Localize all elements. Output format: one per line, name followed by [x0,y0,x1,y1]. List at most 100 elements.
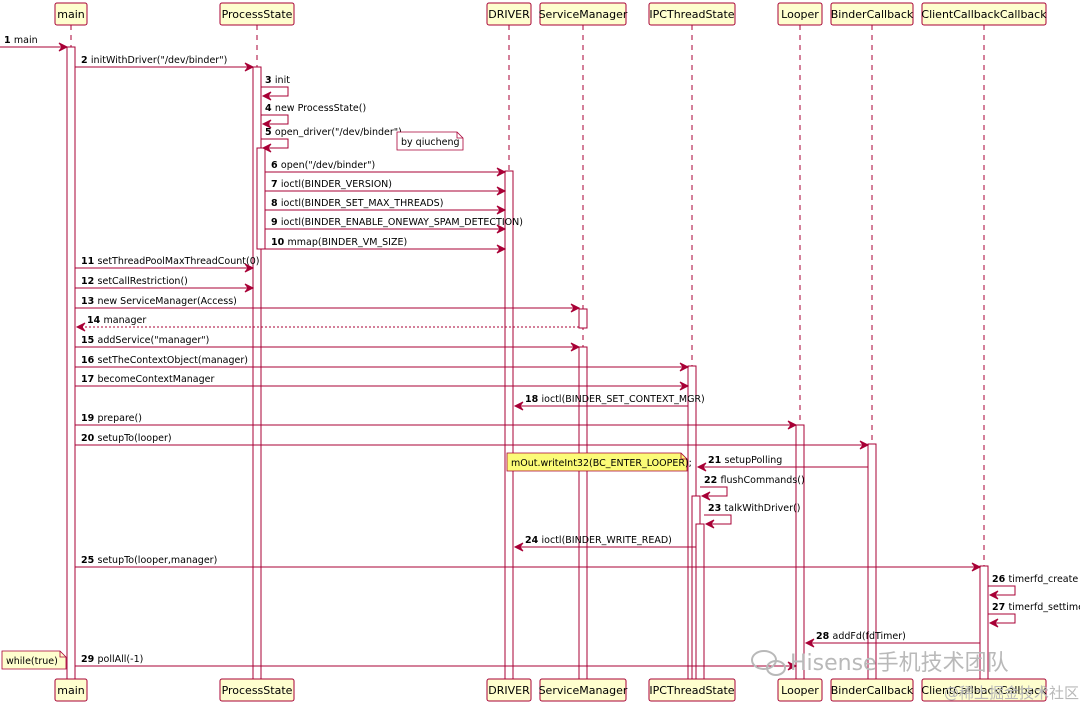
arrow-head [696,462,707,472]
arrow-head [700,491,711,501]
message-label: 10 mmap(BINDER_VM_SIZE) [271,237,407,248]
message-14: 14 manager [77,315,579,328]
message-label: 2 initWithDriver("/dev/binder") [81,55,227,66]
note-text: by qiucheng [401,137,460,148]
message-text: ioctl(BINDER_SET_CONTEXT_MGR) [542,394,705,405]
message-label: 5 open_driver("/dev/binder") [265,127,402,138]
note-text: mOut.writeInt32(BC_ENTER_LOOPER); [511,458,692,469]
note-text: while(true) [6,656,58,667]
participant-ccb-top: ClientCallbackCallback [921,2,1047,26]
message-28: 28 addFd(fdTimer) [806,631,980,644]
message-text: ioctl(BINDER_WRITE_READ) [542,535,672,546]
message-2: 2 initWithDriver("/dev/binder") [75,55,253,68]
message-text: setupTo(looper,manager) [98,555,218,566]
message-line [704,514,732,525]
message-17: 17 becomeContextManager [75,374,688,387]
message-number: 24 [525,535,542,546]
message-text: becomeContextManager [98,374,215,385]
arrow-head [244,263,255,273]
message-19: 19 prepare() [75,413,796,426]
message-text: init [275,75,290,86]
message-number: 23 [708,503,725,514]
message-number: 9 [271,217,281,228]
watermark-sub: @稀土掘金技术社区 [944,684,1079,702]
message-text: manager [104,315,147,326]
message-text: talkWithDriver() [725,503,801,514]
participant-loop-top: Looper [777,2,823,26]
message-number: 27 [992,602,1009,613]
participant-label: ClientCallbackCallback [921,8,1047,21]
participant-box [54,2,88,26]
message-number: 28 [816,631,833,642]
participant-box [777,678,823,702]
message-text: mmap(BINDER_VM_SIZE) [288,237,408,248]
message-label: 19 prepare() [81,413,142,424]
arrow-head [679,381,690,391]
message-number: 5 [265,127,275,138]
arrow-head [859,440,870,450]
participant-box [648,678,736,702]
arrow-head [787,661,798,671]
note-fold [59,651,66,658]
message-13: 13 new ServiceManager(Access) [75,296,579,309]
message-text: initWithDriver("/dev/binder") [91,55,227,66]
arrow-head [804,638,815,648]
arrow-head [679,362,690,372]
message-20: 20 setupTo(looper) [75,433,868,446]
participant-box [54,678,88,702]
note-1: by qiucheng [396,131,464,151]
message-number: 1 [4,35,14,46]
message-10: 10 mmap(BINDER_VM_SIZE) [265,237,505,250]
arrow-head [704,519,715,529]
message-18: 18 ioctl(BINDER_SET_CONTEXT_MGR) [515,394,705,407]
participant-box [219,2,295,26]
activation-bar-main [66,46,76,680]
activation-bar-sm [578,308,588,329]
message-line [988,585,1016,596]
message-label: 21 setupPolling [708,455,782,466]
message-4: 4 new ProcessState() [261,103,366,125]
message-label: 17 becomeContextManager [81,374,214,385]
message-label: 22 flushCommands() [704,475,805,486]
message-label: 13 new ServiceManager(Access) [81,296,237,307]
arrow-head [244,283,255,293]
message-number: 4 [265,103,275,114]
participant-label: ProcessState [222,8,293,21]
message-label: 4 new ProcessState() [265,103,366,114]
message-label: 18 ioctl(BINDER_SET_CONTEXT_MGR) [525,394,705,405]
message-number: 16 [81,355,98,366]
arrow-head [513,401,524,411]
note-fold [680,453,687,460]
message-number: 7 [271,179,281,190]
participant-bcb-bottom: BinderCallback [830,678,914,702]
participant-box [921,678,1047,702]
message-text: setCallRestriction() [98,276,188,287]
activation-bar-ipc [695,523,705,680]
message-number: 6 [271,160,281,171]
message-label: 28 addFd(fdTimer) [816,631,906,642]
participant-box [830,2,914,26]
activation-bar-bcb [867,443,877,680]
note-box [506,452,688,472]
message-label: 15 addService("manager") [81,335,209,346]
participant-box [539,2,627,26]
message-number: 25 [81,555,98,566]
message-text: new ServiceManager(Access) [98,296,237,307]
arrow-head [513,542,524,552]
message-text: pollAll(-1) [98,654,144,665]
participant-label: DRIVER [488,684,530,697]
message-number: 8 [271,198,281,209]
message-text: timerfd_settime [1009,602,1080,613]
participant-main-top: main [54,2,88,26]
arrow-head [570,342,581,352]
participant-drv-top: DRIVER [486,2,532,26]
message-label: 26 timerfd_create [992,574,1078,585]
arrow-head [244,62,255,72]
participant-box [486,2,532,26]
message-number: 26 [992,574,1009,585]
arrow-head [496,244,507,254]
message-label: 9 ioctl(BINDER_ENABLE_ONEWAY_SPAM_DETECT… [271,217,523,228]
participant-ipc-bottom: IPCThreadState [648,678,736,702]
arrow-head [988,618,999,628]
